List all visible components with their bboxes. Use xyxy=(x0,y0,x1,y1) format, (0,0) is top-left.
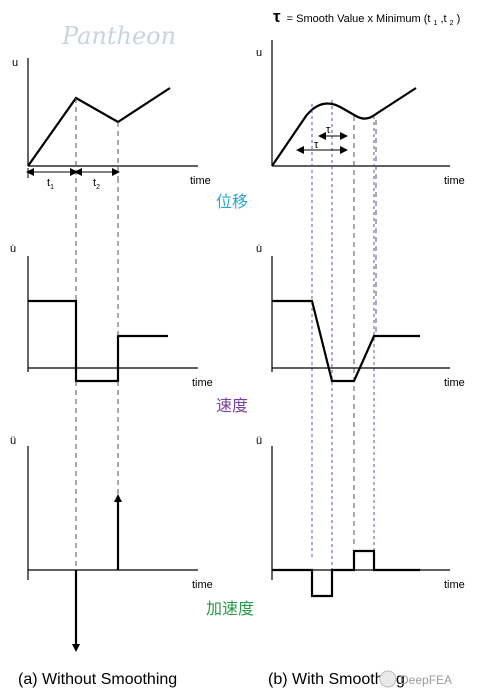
formula-text: = Smooth Value x Minimum (t xyxy=(287,13,431,25)
brand-text: DeepFEA xyxy=(400,673,452,687)
label-acceleration-cn: 加速度 xyxy=(206,599,254,618)
svg-text:t2: t2 xyxy=(93,177,100,191)
formula-close: ) xyxy=(457,13,461,25)
caption-left: (a) Without Smoothing xyxy=(18,671,177,688)
formula-tau: τ xyxy=(273,7,281,26)
time-label-udot-left: time xyxy=(192,377,213,389)
time-label-u-left: time xyxy=(190,175,211,187)
axis-label-u-right: u xyxy=(256,47,262,59)
velocity-curve-right xyxy=(272,299,420,383)
axis-label-u-left: u xyxy=(12,57,18,69)
displacement-curve-left xyxy=(27,87,171,167)
plot-displacement-left: u time t1 t2 xyxy=(12,57,211,191)
label-velocity-cn: 速度 xyxy=(216,396,248,415)
plot-velocity-right: u̇ time xyxy=(256,243,465,389)
axis-label-uddot-right: ü xyxy=(256,435,262,447)
plot-velocity-left: u̇ time xyxy=(10,178,213,389)
tau-label-1: τ xyxy=(326,124,331,136)
formula: τ = Smooth Value x Minimum (t 1 ,t 2 ) xyxy=(273,7,460,28)
velocity-curve-left xyxy=(28,299,168,383)
tau-label-2: τ xyxy=(314,139,319,151)
formula-mid: ,t xyxy=(440,13,446,25)
time-label-udot-right: time xyxy=(444,377,465,389)
chat-bubble-icon xyxy=(379,670,397,688)
time-label-uddot-left: time xyxy=(192,579,213,591)
plot-acceleration-left: ü time xyxy=(10,381,213,652)
label-displacement-cn: 位移 xyxy=(216,192,248,211)
svg-text:τ = Smooth Value x Minim: τ = Smooth Value x Minimum (t 1 ,t 2 ) xyxy=(273,7,460,28)
axis-label-udot-right: u̇ xyxy=(256,243,262,255)
formula-sub2: 2 xyxy=(450,20,454,27)
plot-acceleration-right: ü time xyxy=(256,435,465,598)
displacement-curve-right xyxy=(271,87,417,167)
caption-right: (b) With Smoothing xyxy=(268,671,405,688)
svg-text:t1: t1 xyxy=(47,177,54,191)
formula-sub1: 1 xyxy=(433,20,437,27)
axis-label-uddot-left: ü xyxy=(10,435,16,447)
acceleration-curve-right xyxy=(272,549,420,598)
brand-badge: DeepFEA xyxy=(379,670,452,688)
time-label-u-right: time xyxy=(444,175,465,187)
watermark: Pantheon xyxy=(61,22,176,50)
plot-displacement-right: u time τ τ xyxy=(256,40,465,580)
axis-label-udot-left: u̇ xyxy=(10,243,16,255)
time-label-uddot-right: time xyxy=(444,579,465,591)
